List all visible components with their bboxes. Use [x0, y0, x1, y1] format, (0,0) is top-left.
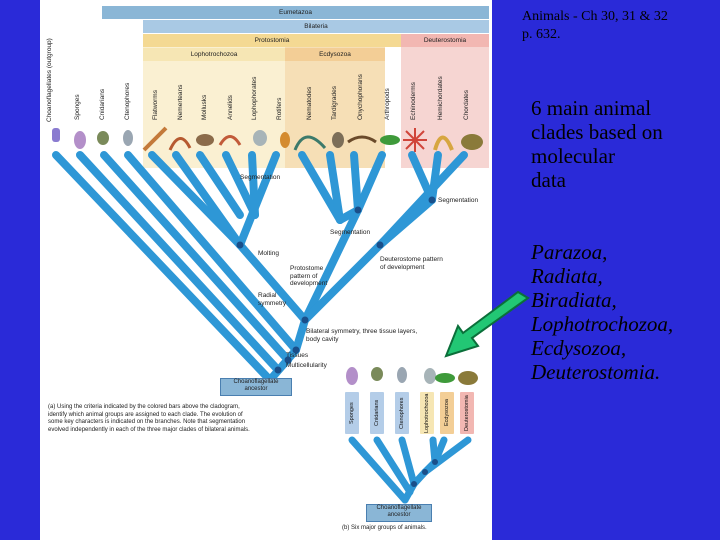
body-line: 6 main animal — [531, 96, 652, 120]
clade-item: Parazoa, — [531, 240, 608, 264]
organism-illustration-icon — [52, 126, 483, 152]
cladogram-figure: Eumetazoa Bilateria Protostomia Deuteros… — [40, 0, 492, 540]
deuterostome-line: Deuterostome pattern — [380, 256, 443, 263]
label-molting: Molting — [258, 250, 279, 257]
ancestor-line: ancestor — [244, 386, 268, 392]
label-protostome-development: Protostome pattern of development — [290, 265, 327, 288]
cladogram-nodes — [236, 196, 436, 374]
band-lophotrochozoa: Lophotrochozoa — [143, 48, 285, 61]
protostome-line: development — [290, 280, 328, 287]
band-protostomia: Protostomia — [143, 34, 401, 47]
group-chip-label: Ctenophores — [399, 397, 405, 429]
bilateral-line: body cavity — [306, 335, 339, 343]
cladogram-b-nodes — [411, 459, 438, 487]
group-chip-label: Cnidarians — [374, 399, 380, 427]
label-bilateral-symmetry: Bilateral symmetry, three tissue layers,… — [306, 328, 417, 343]
caption-a-line: evolved independently in each of the thr… — [48, 426, 250, 433]
title-line: Animals - Ch 30, 31 & 32 — [522, 9, 668, 24]
clade-list: Parazoa, Radiata, Biradiata, Lophotrocho… — [531, 240, 716, 384]
group-chip-deuterostomia: Deuterostomia — [460, 392, 474, 434]
group-chip-sponges: Sponges — [345, 392, 359, 434]
caption-b: (b) Six major groups of animals. — [342, 525, 427, 531]
clade-item: Radiata, — [531, 264, 603, 288]
ancestor-box-a: Choanoflagellate ancestor — [220, 378, 292, 396]
protostome-line: pattern of — [290, 272, 318, 280]
cladogram-a — [52, 126, 483, 384]
ancestor-line: Choanoflagellate — [233, 379, 279, 385]
ancestor-line: Choanoflagellate — [376, 505, 422, 511]
label-segmentation-ecdy: Segmentation — [330, 229, 371, 236]
label-radial-symmetry: Radial symmetry — [258, 292, 286, 307]
body-text: 6 main animal clades based on molecular … — [531, 96, 716, 192]
ancestor-line: ancestor — [387, 512, 411, 518]
clade-item: Ecdysozoa, — [531, 336, 627, 360]
group-chip-label: Deuterostomia — [464, 395, 470, 431]
group-chip-ctenophores: Ctenophores — [395, 392, 409, 434]
group-chip-lophotrochozoa: Lophotrochozoa — [420, 392, 434, 434]
label-segmentation-deut: Segmentation — [438, 197, 479, 204]
label-tissues: Tissues — [286, 352, 309, 359]
caption-a-line: identify which animal groups are assigne… — [48, 411, 243, 418]
band-ecdysozoa: Ecdysozoa — [285, 48, 385, 61]
cladogram-b-branches — [348, 436, 472, 504]
radial-line: symmetry — [258, 299, 287, 307]
band-bilateria: Bilateria — [143, 20, 489, 33]
deuterostome-line: of development — [380, 263, 425, 271]
label-deuterostome-development: Deuterostome pattern of development — [380, 256, 443, 271]
group-chip-label: Ecdysozoa — [444, 399, 450, 427]
caption-a-line: some key characters is indicated on the … — [48, 419, 246, 425]
cladogram-branches — [52, 151, 468, 384]
radial-line: Radial — [258, 292, 277, 299]
slide-title: Animals - Ch 30, 31 & 32 p. 632. — [522, 8, 668, 44]
label-segmentation-lopho: Segmentation — [240, 174, 281, 181]
group-chip-label: Lophotrochozoa — [424, 393, 430, 433]
clade-item: Lophotrochozoa, — [531, 312, 674, 336]
clade-item: Deuterostomia. — [531, 360, 661, 384]
body-line: molecular — [531, 144, 615, 168]
title-line: p. 632. — [522, 27, 561, 42]
group-chip-ecdysozoa: Ecdysozoa — [440, 392, 454, 434]
band-eumetazoa: Eumetazoa — [102, 6, 489, 19]
label-multicellularity: Multicellularity — [286, 362, 327, 369]
bilateral-line: Bilateral symmetry, three tissue layers, — [306, 328, 418, 335]
group-chip-label: Sponges — [349, 402, 355, 424]
group-chip-cnidarians: Cnidarians — [370, 392, 384, 434]
caption-a-line: (a) Using the criteria indicated by the … — [48, 404, 240, 410]
protostome-line: Protostome — [290, 265, 324, 272]
clade-item: Biradiata, — [531, 288, 617, 312]
band-deuterostomia: Deuterostomia — [401, 34, 489, 47]
body-line: clades based on — [531, 120, 663, 144]
body-line: data — [531, 168, 566, 192]
organism-illustration-icon — [346, 367, 478, 385]
caption-a: (a) Using the criteria indicated by the … — [48, 404, 348, 434]
ancestor-box-b: Choanoflagellate ancestor — [366, 504, 432, 522]
cladogram-b — [346, 367, 478, 504]
